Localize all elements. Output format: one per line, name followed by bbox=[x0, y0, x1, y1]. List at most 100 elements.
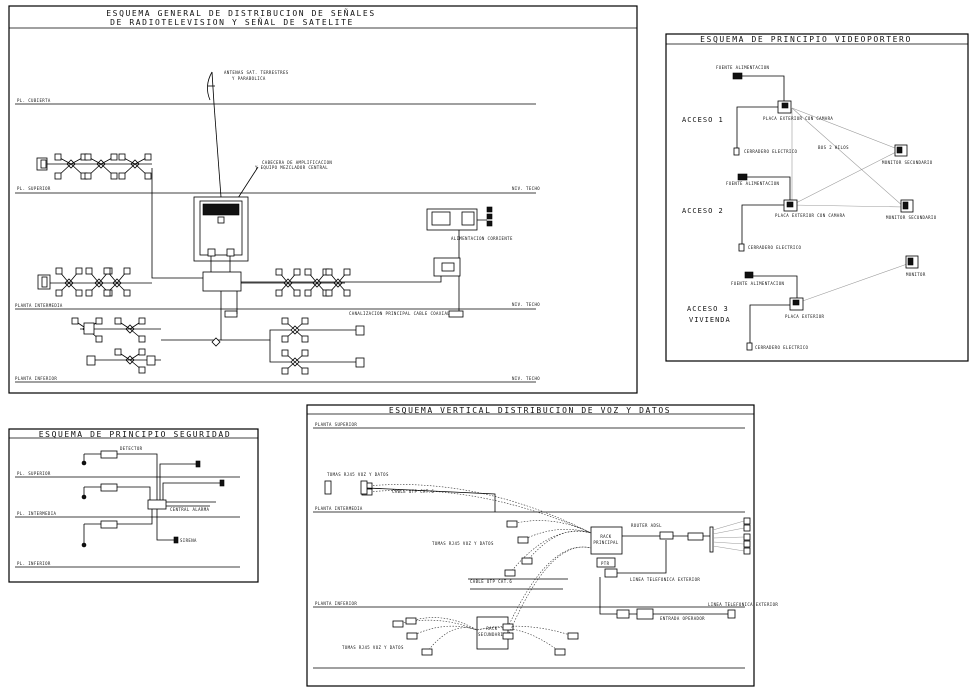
cerradero-2-label: CERRADERO ELECTRICO bbox=[748, 245, 802, 250]
toma-tv-icon bbox=[95, 317, 103, 325]
cabecera-label-2: Y EQUIPO MEZCLADOR CENTRAL bbox=[255, 165, 328, 170]
video-bus-label: BUS 2 HILOS bbox=[818, 145, 849, 150]
tv-distribution-panel: ESQUEMA GENERAL DE DISTRIBUCION DE SEÑAL… bbox=[8, 5, 638, 394]
cabecera-leader bbox=[237, 166, 259, 199]
toma-tv-icon bbox=[118, 172, 126, 180]
tomas-label-lower: TOMAS RJ45 VOZ Y DATOS bbox=[342, 645, 404, 650]
toma-rj45-icon bbox=[506, 520, 518, 528]
cerradero-3-label: CERRADERO ELECTRICO bbox=[755, 345, 809, 350]
alimentacion-lower-unit bbox=[441, 262, 455, 272]
tv-outlet-icon bbox=[355, 357, 365, 368]
toma-tv-icon bbox=[103, 289, 111, 297]
utp-cable bbox=[366, 484, 592, 534]
ptr-label: PTR bbox=[601, 561, 610, 566]
utp-cable bbox=[426, 627, 478, 653]
fuente-3-icon bbox=[744, 271, 754, 279]
tv-registro-inferior bbox=[224, 310, 238, 318]
toma-tv-icon bbox=[343, 268, 351, 276]
toma-rj45-icon bbox=[554, 648, 566, 656]
antenna-icon bbox=[207, 71, 215, 105]
sirena-1-icon bbox=[195, 460, 201, 468]
utp-cable bbox=[411, 625, 478, 637]
tv-level-label-1: NIV. TECHO bbox=[512, 186, 540, 191]
video-bus-1a bbox=[791, 107, 901, 151]
toma-tv-icon bbox=[54, 172, 62, 180]
toma-tv-icon bbox=[301, 367, 309, 375]
cerradero-1-label: CERRADERO ELECTRICO bbox=[744, 149, 798, 154]
toma-tv-icon bbox=[293, 268, 301, 276]
voice-data-panel: ESQUEMA VERTICAL DISTRIBUCION DE VOZ Y D… bbox=[306, 404, 778, 687]
acceso-2-label: ACCESO 2 bbox=[682, 207, 724, 215]
tv-outlet-icon bbox=[146, 355, 156, 366]
utp-cable bbox=[507, 546, 592, 628]
security-wiring bbox=[84, 453, 220, 541]
tv-floor-label-intermedia: PLANTA INTERMEDIA bbox=[15, 303, 63, 308]
detector-1-icon bbox=[100, 450, 118, 459]
tv-level-label-3: NIV. TECHO bbox=[512, 376, 540, 381]
tv-registro-derecho bbox=[448, 310, 464, 318]
toma-tv-icon bbox=[138, 335, 146, 343]
toma-tv-icon bbox=[301, 349, 309, 357]
alimentacion-label: ALIMENTACION CORRIENTE bbox=[451, 236, 513, 241]
rack-secundario-label-1: RACK bbox=[486, 626, 497, 631]
toma-r4 bbox=[743, 540, 751, 548]
tv-outlet-icon bbox=[83, 322, 95, 335]
toma-rj45-icon bbox=[517, 536, 529, 544]
toma-tv-icon bbox=[75, 267, 83, 275]
placa-2-label: PLACA EXTERIOR CON CAMARA bbox=[775, 213, 845, 218]
videoportero-panel: ESQUEMA DE PRINCIPIO VIDEOPORTERO ACCESO… bbox=[665, 33, 969, 362]
utp-cable bbox=[509, 531, 592, 574]
placa-3-label: PLACA EXTERIOR bbox=[785, 314, 825, 319]
utp-cable bbox=[410, 617, 478, 631]
toma-tv-icon bbox=[123, 289, 131, 297]
toma-group-upper-right bbox=[360, 480, 368, 495]
toma-tv-icon bbox=[275, 289, 283, 297]
toma-tv-icon bbox=[293, 289, 301, 297]
sirena-label: SIRENA bbox=[180, 538, 197, 543]
amp-output-icon bbox=[486, 220, 493, 227]
sec-floor-intermedia: PL. INTERMEDIA bbox=[17, 511, 57, 516]
sensor-3-icon bbox=[81, 542, 87, 548]
toma-tv-icon bbox=[301, 317, 309, 325]
amp-output-icon bbox=[486, 206, 493, 213]
sensor-2-icon bbox=[81, 494, 87, 500]
entrada-label: ENTRADA OPERADOR bbox=[660, 616, 705, 621]
derivador-icon bbox=[211, 337, 221, 347]
antenna-feed-line bbox=[213, 103, 222, 198]
cabecera-output-1 bbox=[207, 248, 216, 257]
tv-cable-inferior-right-a bbox=[221, 329, 300, 341]
security-title: ESQUEMA DE PRINCIPIO SEGURIDAD bbox=[39, 430, 232, 439]
tv-outlet-inner bbox=[41, 276, 48, 288]
rack-secundario-label-2: SECUNDARIO bbox=[478, 632, 506, 637]
tv-floor-label-superior: PL. SUPERIOR bbox=[17, 186, 51, 191]
toma-rj45-icon bbox=[392, 620, 404, 628]
alimentacion-switch bbox=[461, 211, 475, 226]
tv-cable-alimentacion bbox=[458, 219, 487, 258]
tomas-label-upper: TOMAS RJ45 VOZ Y DATOS bbox=[327, 472, 389, 477]
amp-output-icon bbox=[486, 213, 493, 220]
fuente-1-label: FUENTE ALIMENTACION bbox=[716, 65, 770, 70]
entrada-socket bbox=[727, 609, 736, 619]
entrada-box bbox=[636, 608, 654, 620]
voice-floor-superior: PLANTA SUPERIOR bbox=[315, 422, 357, 427]
utp-cable bbox=[522, 529, 592, 541]
voice-floor-intermedia: PLANTA INTERMEDIA bbox=[315, 506, 363, 511]
tv-riser-label: CANALIZACION PRINCIPAL CABLE COAXIAL bbox=[349, 311, 450, 316]
tv-floor-label-inferior: PLANTA INFERIOR bbox=[15, 376, 57, 381]
toma-tv-icon bbox=[281, 367, 289, 375]
toma-tv-icon bbox=[103, 267, 111, 275]
tv-outlet-inner bbox=[40, 159, 47, 169]
utp-cable bbox=[366, 490, 592, 534]
toma-tv-icon bbox=[55, 267, 63, 275]
toma-group-upper-left bbox=[324, 480, 332, 495]
toma-rj45-icon bbox=[521, 557, 533, 565]
cabecera-amplifier bbox=[202, 203, 240, 216]
fuente-3-label: FUENTE ALIMENTACION bbox=[731, 281, 785, 286]
toma-tv-icon bbox=[325, 268, 333, 276]
detector-3-icon bbox=[100, 520, 118, 529]
cerradero-3-icon bbox=[746, 342, 753, 351]
toma-tv-icon bbox=[138, 317, 146, 325]
alimentacion-unit bbox=[431, 211, 451, 226]
tv-level-label-2: NIV. TECHO bbox=[512, 302, 540, 307]
